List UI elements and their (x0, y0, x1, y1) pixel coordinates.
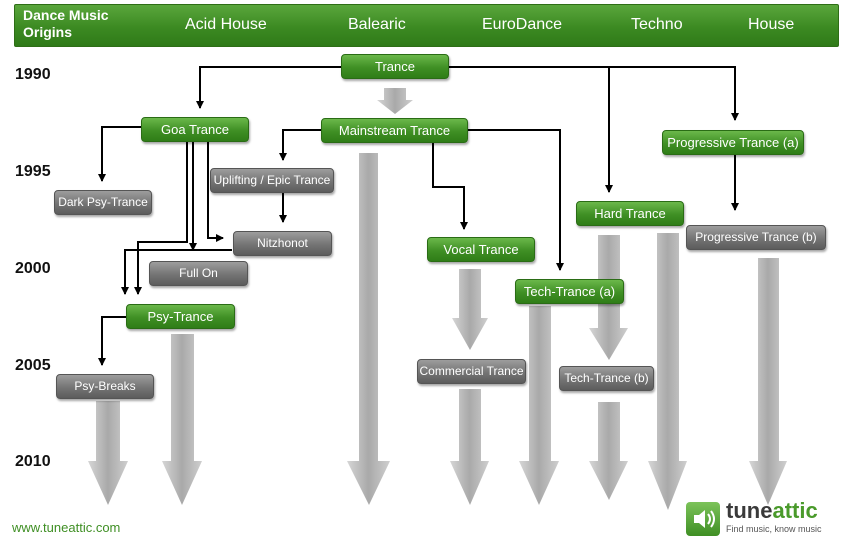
connector-goa-to-dark-psy (98, 126, 142, 182)
fade-arrow-tech-trance-a (519, 306, 559, 505)
node-tech-trance-a: Tech-Trance (a) (515, 279, 624, 304)
fade-arrow-progressive-b (749, 258, 787, 505)
fade-arrow-commercial (450, 389, 489, 505)
chart-title: Dance Music Origins (23, 7, 109, 40)
fade-arrow-mainstream (347, 153, 390, 505)
node-tech-trance-b: Tech-Trance (b) (559, 366, 654, 391)
genre-house: House (748, 16, 795, 33)
connector-mainstream-to-vocal (432, 141, 468, 230)
fade-arrow-vocal (452, 269, 488, 350)
fade-arrows (88, 88, 787, 510)
node-goa-trance: Goa Trance (141, 117, 249, 142)
connector-mainstream-to-tech-a (467, 129, 564, 271)
footer-url[interactable]: www.tuneattic.com (12, 520, 121, 535)
node-progressive-trance-b: Progressive Trance (b) (686, 225, 826, 250)
connector-trance-to-right (448, 66, 739, 121)
connector-psy-to-psy-breaks (98, 316, 126, 366)
fade-arrow-tech-trance-b (589, 402, 628, 500)
node-vocal-trance: Vocal Trance (427, 237, 535, 262)
fade-arrow-trance (377, 88, 413, 114)
tuneattic-logo: tuneattic Find music, know music (686, 498, 836, 538)
genre-eurodance: EuroDance (482, 16, 563, 33)
node-mainstream-trance: Mainstream Trance (321, 118, 468, 143)
genre-balearic: Balearic (348, 16, 406, 33)
connector-goa-to-nitzhonot (207, 140, 224, 242)
node-nitzhonot: Nitzhonot (233, 231, 332, 256)
year-1990: 1990 (15, 66, 51, 83)
node-uplifting-epic-trance: Uplifting / Epic Trance (210, 168, 334, 193)
connector-trance-to-goa (196, 66, 342, 109)
fade-arrow-techno-lane (648, 233, 687, 510)
genre-techno: Techno (631, 16, 683, 33)
year-2000: 2000 (15, 260, 51, 277)
connectors (98, 66, 739, 366)
logo-name: tuneattic (726, 498, 818, 523)
year-1995: 1995 (15, 163, 51, 180)
node-progressive-trance-a: Progressive Trance (a) (662, 130, 804, 155)
year-2005: 2005 (15, 357, 51, 374)
node-full-on: Full On (149, 261, 248, 286)
fade-arrow-psy-breaks (88, 401, 128, 505)
fade-arrow-psy-trance (162, 334, 202, 505)
connector-mainstream-to-uplifting (279, 129, 322, 161)
logo-tagline: Find music, know music (726, 524, 822, 534)
year-2010: 2010 (15, 453, 51, 470)
node-psy-trance: Psy-Trance (126, 304, 235, 329)
connector-nitzhonot-to-psy (121, 249, 232, 295)
node-trance: Trance (341, 54, 449, 79)
node-dark-psy-trance: Dark Psy-Trance (54, 190, 152, 215)
connector-goa-to-psy-trance (134, 140, 188, 295)
node-hard-trance: Hard Trance (576, 201, 684, 226)
header-bar: Dance Music Origins Acid House Balearic … (14, 4, 839, 47)
node-commercial-trance: Commercial Trance (417, 359, 526, 384)
genre-acid-house: Acid House (185, 16, 267, 33)
speaker-icon (686, 502, 720, 536)
node-psy-breaks: Psy-Breaks (56, 374, 154, 399)
